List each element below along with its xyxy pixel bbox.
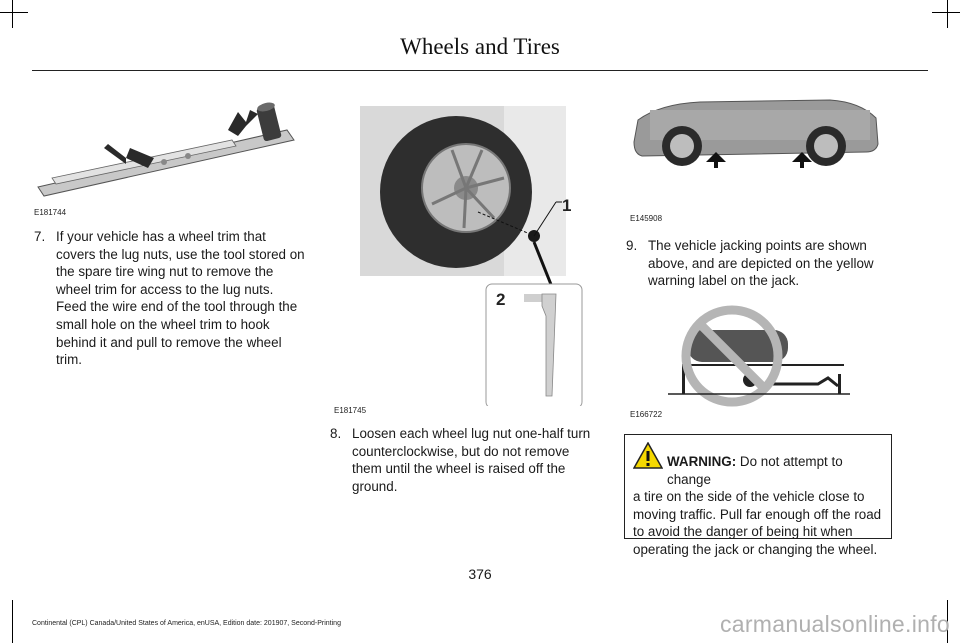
page-number: 376 <box>468 566 492 582</box>
step-7: 7. If your vehicle has a wheel trim that… <box>34 228 306 369</box>
header-rule <box>32 70 928 71</box>
lug-wrench-illustration <box>37 102 295 197</box>
warning-box: WARNING: Do not attempt to change a tire… <box>624 434 892 557</box>
callout-1: 1 <box>562 196 572 215</box>
crop-mark <box>932 12 960 13</box>
wheel-trim-figure <box>334 106 602 406</box>
figure-code: E181745 <box>334 406 367 415</box>
step-number: 7. <box>34 229 46 244</box>
figure-code: E145908 <box>630 214 663 223</box>
vehicle-jacking-points-illustration <box>633 99 879 168</box>
wheel-trim-hook-illustration <box>360 106 583 406</box>
warning-triangle-icon <box>633 442 663 469</box>
lug-wrench-figure <box>32 92 302 204</box>
step-number: 8. <box>330 426 342 441</box>
crop-mark <box>947 0 948 28</box>
callout-2: 2 <box>496 290 506 309</box>
footer-edition: Continental (CPL) Canada/United States o… <box>32 620 341 627</box>
no-under-vehicle-figure <box>668 304 850 408</box>
warning-text-first: Do not attempt to change <box>667 454 843 487</box>
step-text: Loosen each wheel lug nut one-half turn … <box>352 426 591 494</box>
warning-label: WARNING: <box>667 454 737 469</box>
prohibition-person-under-vehicle-illustration <box>668 305 850 407</box>
crop-mark <box>0 12 28 13</box>
warning-text-rest: a tire on the side of the vehicle close … <box>633 489 882 557</box>
figure-code: E181744 <box>34 208 67 217</box>
warning-first-line: WARNING: Do not attempt to change <box>633 453 883 488</box>
step-8: 8. Loosen each wheel lug nut one-half tu… <box>330 425 602 495</box>
step-number: 9. <box>626 238 638 253</box>
figure-code: E166722 <box>630 410 663 419</box>
crop-mark <box>12 600 13 643</box>
step-9: 9. The vehicle jacking points are shown … <box>626 237 894 290</box>
crop-mark <box>12 0 13 28</box>
step-text: The vehicle jacking points are shown abo… <box>648 238 874 289</box>
step-text: If your vehicle has a wheel trim that co… <box>56 229 305 368</box>
jacking-points-figure <box>630 96 880 182</box>
crop-mark <box>947 600 948 643</box>
watermark: carmanualsonline.info <box>719 611 950 637</box>
page-title: Wheels and Tires <box>400 34 560 59</box>
